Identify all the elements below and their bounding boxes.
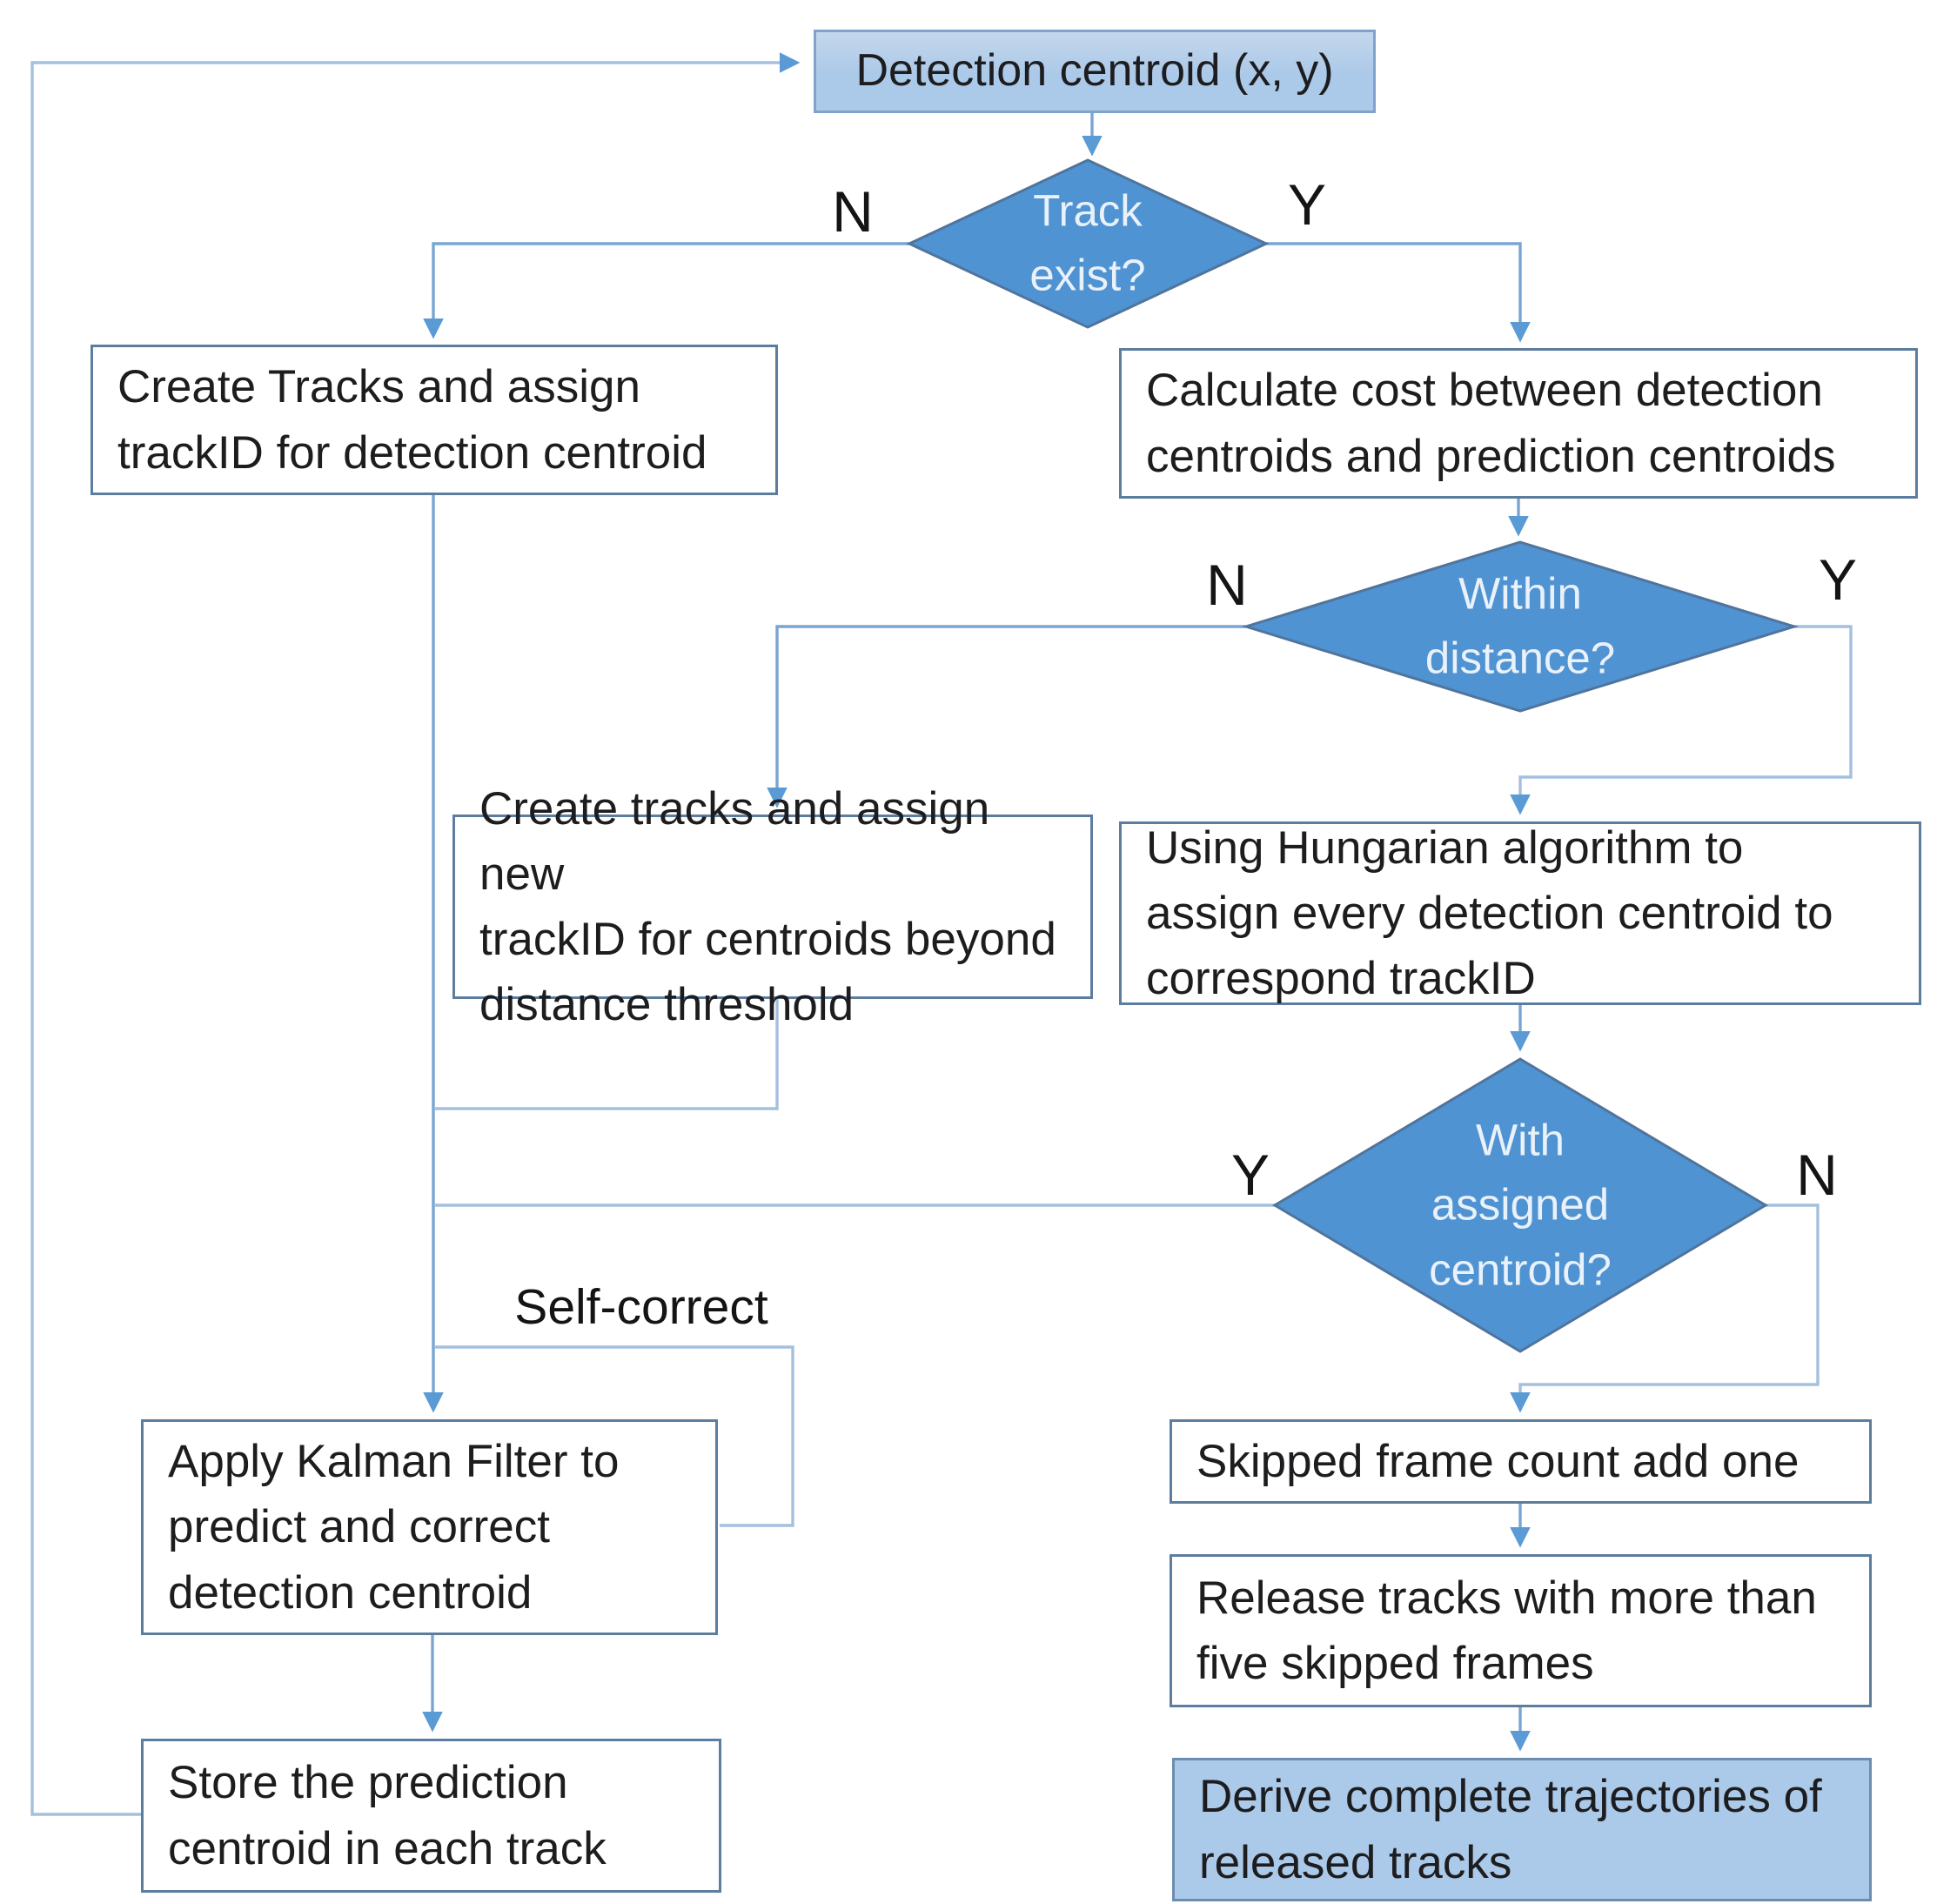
node-derive-trajectories-label: Derive complete trajectories of released… (1199, 1771, 1822, 1888)
node-calculate-cost-label: Calculate cost between detection centroi… (1146, 365, 1836, 482)
node-calculate-cost: Calculate cost between detection centroi… (1119, 348, 1918, 499)
decision-track-exist-diamond (906, 158, 1270, 329)
node-kalman-filter: Apply Kalman Filter to predict and corre… (141, 1419, 718, 1635)
node-derive-trajectories: Derive complete trajectories of released… (1172, 1758, 1872, 1901)
connector-self-correct-loop (435, 1345, 794, 1527)
branch-label-track-exist-yes: Y (1287, 172, 1327, 237)
connector-beyond-join-trunk (435, 999, 779, 1110)
node-skipped-frame-label: Skipped frame count add one (1196, 1435, 1800, 1487)
branch-label-within-distance-yes: Y (1818, 547, 1858, 612)
connector-within-distance-yes (1510, 625, 1853, 815)
node-create-tracks-beyond: Create tracks and assign new trackID for… (452, 783, 1093, 1030)
decision-with-assigned-label: With assigned centroid? (1429, 1115, 1612, 1295)
connector-within-distance-no (767, 625, 1246, 808)
node-skipped-frame: Skipped frame count add one (1170, 1419, 1872, 1504)
node-create-tracks-beyond-label: Create tracks and assign new trackID for… (479, 782, 1056, 1031)
node-hungarian: Using Hungarian algorithm to assign ever… (1119, 821, 1921, 1005)
branch-label-with-assigned-no: N (1796, 1143, 1838, 1207)
self-correct-annotation: Self-correct (514, 1279, 768, 1335)
node-hungarian-label: Using Hungarian algorithm to assign ever… (1146, 821, 1833, 1005)
decision-track-exist-label: Track exist? (1029, 185, 1146, 300)
node-detection-centroid: Detection centroid (x, y) (814, 30, 1376, 113)
branch-label-with-assigned-yes: Y (1230, 1143, 1270, 1207)
node-create-tracks-label: Create Tracks and assign trackID for det… (117, 361, 707, 479)
connector-with-assigned-no (1510, 1203, 1820, 1413)
node-release-tracks-label: Release tracks with more than five skipp… (1196, 1572, 1817, 1689)
decision-with-assigned-diamond (1272, 1057, 1768, 1353)
node-detection-centroid-label: Detection centroid (x, y) (855, 45, 1334, 97)
connector-track-exist-no (423, 242, 912, 339)
node-release-tracks: Release tracks with more than five skipp… (1170, 1554, 1872, 1707)
node-store-prediction: Store the prediction centroid in each tr… (141, 1739, 721, 1893)
node-store-prediction-label: Store the prediction centroid in each tr… (168, 1757, 607, 1874)
connector-track-exist-yes (1264, 242, 1531, 343)
connector-feedback-loop (30, 52, 801, 1816)
node-create-tracks: Create Tracks and assign trackID for det… (90, 345, 778, 495)
branch-label-within-distance-no: N (1206, 553, 1248, 617)
node-kalman-filter-label: Apply Kalman Filter to predict and corre… (168, 1436, 620, 1619)
decision-within-distance-diamond (1241, 540, 1800, 713)
decision-within-distance-label: Within distance? (1424, 568, 1616, 683)
branch-label-track-exist-no: N (832, 179, 874, 244)
